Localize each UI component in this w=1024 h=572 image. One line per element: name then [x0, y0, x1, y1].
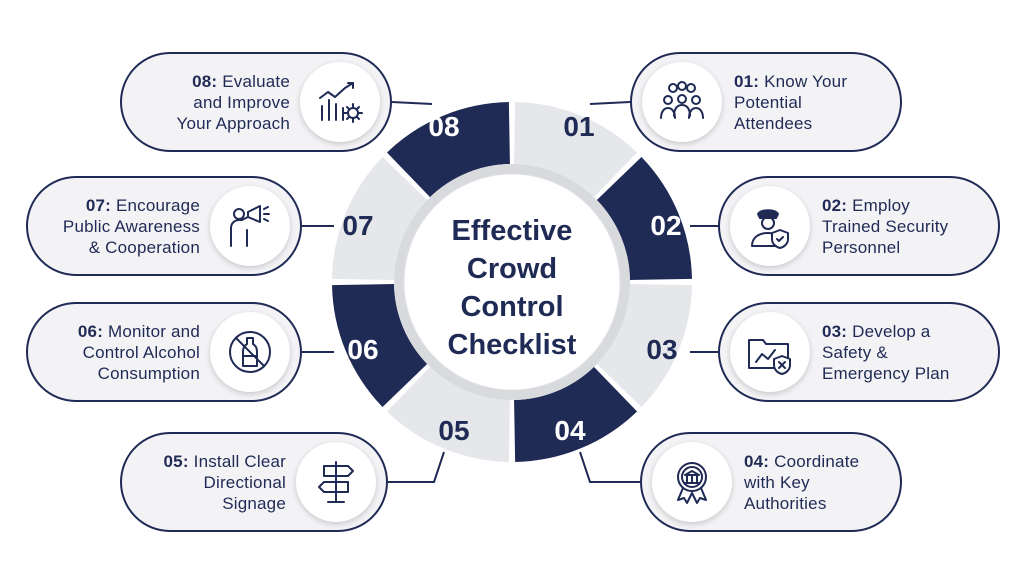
center-title: Effective Crowd Control Checklist — [404, 212, 620, 364]
step-card-06: 06: Monitor and Control Alcohol Consumpt… — [26, 302, 302, 402]
connector-line-04 — [579, 451, 640, 483]
step-text-line: Encourage — [115, 195, 200, 215]
ring-segment-08 — [386, 102, 510, 198]
step-text: 05: Install Clear Directional Signage — [140, 434, 286, 530]
step-text-line: Know Your — [764, 71, 848, 91]
segment-label-04: 04 — [554, 415, 586, 446]
title-line: Control — [460, 291, 564, 323]
ring-segment-02 — [596, 156, 692, 280]
ring-segment-05 — [386, 366, 510, 462]
step-text-line: Directional — [203, 472, 286, 492]
segment-label-05: 05 — [438, 415, 470, 446]
security-guard-icon — [730, 186, 810, 266]
segment-label-02: 02 — [650, 210, 682, 241]
step-text-line: Your Approach — [176, 113, 290, 133]
step-text-line: Trained Security — [822, 216, 949, 236]
step-text-line: with Key — [744, 472, 810, 492]
step-card-07: 07: Encourage Public Awareness & Coopera… — [26, 176, 302, 276]
step-card-01: 01: Know Your Potential Attendees — [630, 52, 902, 152]
step-text-line: Monitor and — [108, 321, 200, 341]
step-card-05: 05: Install Clear Directional Signage — [120, 432, 388, 532]
megaphone-person-icon — [210, 186, 290, 266]
step-text: 02: Employ Trained Security Personnel — [822, 178, 984, 274]
step-text-line: Control Alcohol — [82, 342, 200, 362]
signpost-icon — [296, 442, 376, 522]
segment-label-07: 07 — [342, 210, 374, 241]
step-text-line: & Cooperation — [88, 237, 200, 257]
center-disc — [403, 173, 621, 391]
step-number: 06: — [77, 321, 104, 341]
step-text-line: Signage — [222, 493, 286, 513]
connector-line-08 — [391, 101, 433, 105]
ring-segment-04 — [514, 366, 638, 462]
authority-badge-icon — [652, 442, 732, 522]
step-text: 03: Develop a Safety & Emergency Plan — [822, 304, 984, 400]
step-text-line: Attendees — [734, 113, 813, 133]
step-card-03: 03: Develop a Safety & Emergency Plan — [718, 302, 1000, 402]
step-text-line: Safety & — [822, 342, 888, 362]
connector-line-01 — [589, 101, 631, 105]
step-number: 08: — [192, 71, 218, 91]
step-number: 07: — [85, 195, 112, 215]
step-text: 07: Encourage Public Awareness & Coopera… — [46, 178, 200, 274]
connector-line-05 — [388, 451, 445, 483]
group-icon — [642, 62, 722, 142]
step-number: 04: — [744, 451, 770, 471]
segment-label-01: 01 — [563, 111, 595, 142]
segment-label-03: 03 — [646, 334, 678, 365]
step-text-line: Employ — [852, 195, 910, 215]
ring-segment-07 — [332, 156, 428, 280]
step-card-02: 02: Employ Trained Security Personnel — [718, 176, 1000, 276]
step-text-line: Public Awareness — [62, 216, 200, 236]
step-number: 05: — [163, 451, 189, 471]
step-text-line: Personnel — [822, 237, 901, 257]
step-card-04: 04: Coordinate with Key Authorities — [640, 432, 902, 532]
step-number: 03: — [822, 321, 848, 341]
step-number: 02: — [822, 195, 848, 215]
segment-label-08: 08 — [428, 111, 460, 142]
step-text-line: Coordinate — [774, 451, 860, 471]
ring-segment-03 — [596, 284, 692, 408]
step-text-line: Emergency Plan — [822, 363, 950, 383]
chart-gear-icon — [300, 62, 380, 142]
step-text-line: Potential — [734, 92, 802, 112]
step-text-line: and Improve — [193, 92, 290, 112]
title-line: Checklist — [447, 329, 577, 361]
step-text: 06: Monitor and Control Alcohol Consumpt… — [46, 304, 200, 400]
plan-folder-shield-icon — [730, 312, 810, 392]
title-line: Effective — [451, 215, 573, 247]
step-text: 08: Evaluate and Improve Your Approach — [140, 54, 290, 150]
step-text-line: Evaluate — [222, 71, 290, 91]
step-text: 01: Know Your Potential Attendees — [734, 54, 886, 150]
title-line: Crowd — [466, 253, 558, 285]
ring-segment-01 — [514, 102, 638, 198]
step-text-line: Develop a — [852, 321, 931, 341]
step-text-line: Consumption — [97, 363, 200, 383]
step-text: 04: Coordinate with Key Authorities — [744, 434, 886, 530]
segment-label-06: 06 — [347, 334, 379, 365]
step-text-line: Authorities — [744, 493, 827, 513]
ring-segment-06 — [332, 284, 428, 408]
no-alcohol-icon — [210, 312, 290, 392]
step-number: 01: — [734, 71, 760, 91]
step-text-line: Install Clear — [193, 451, 286, 471]
step-card-08: 08: Evaluate and Improve Your Approach — [120, 52, 392, 152]
